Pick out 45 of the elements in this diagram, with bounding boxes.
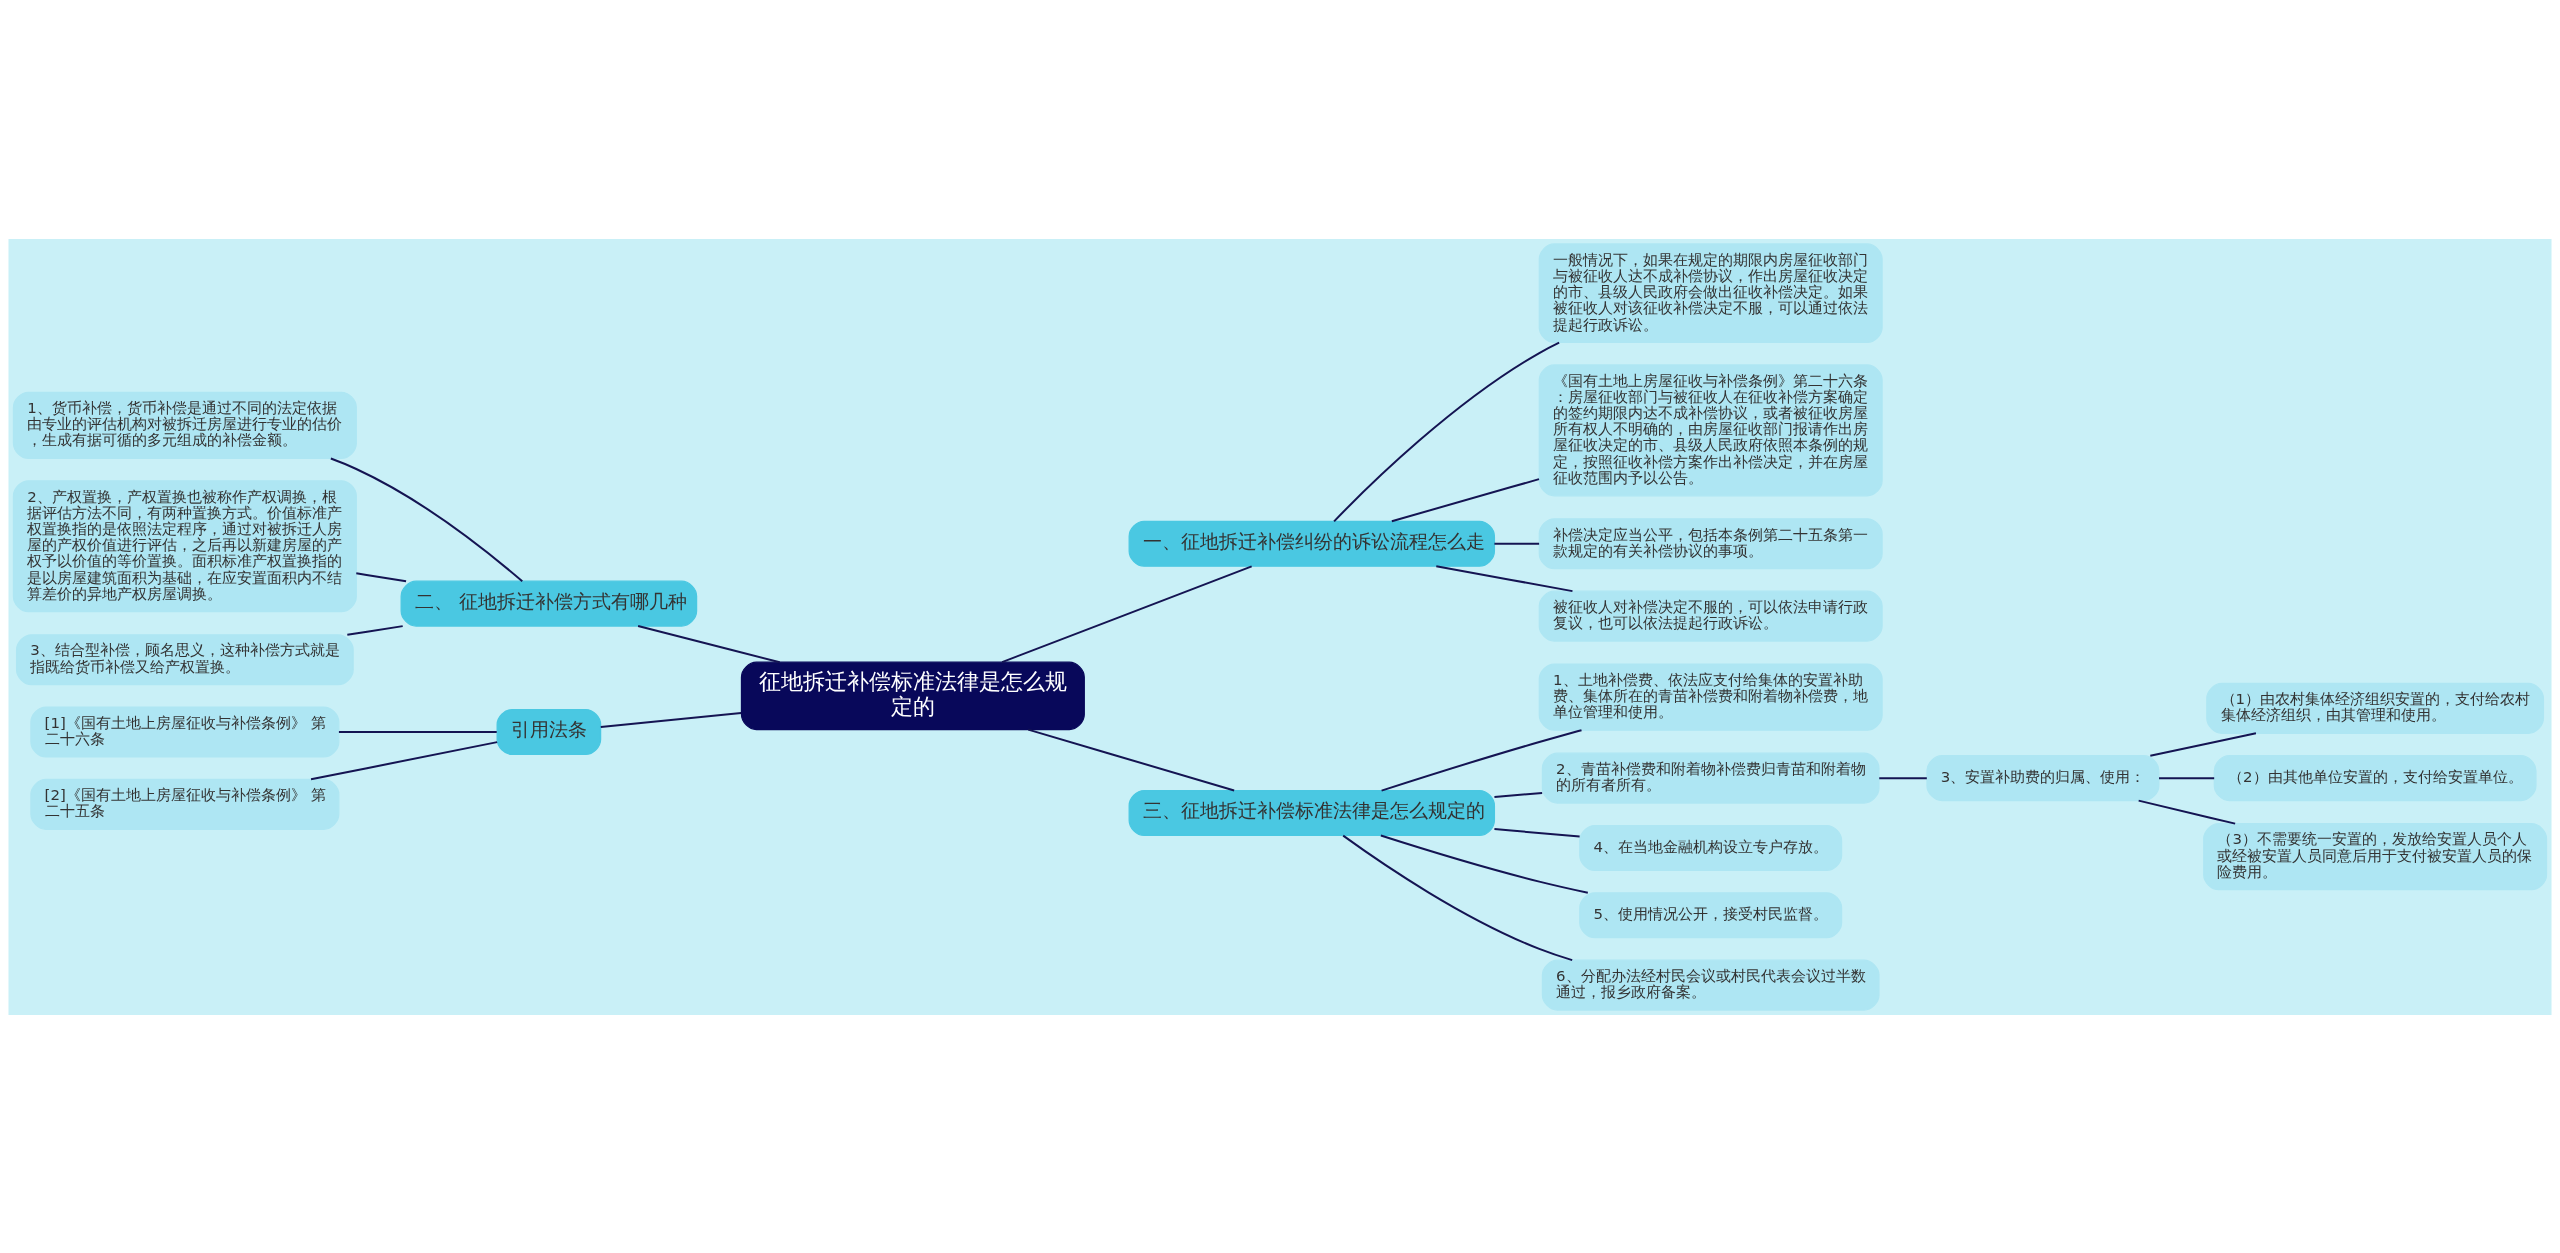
node-box: 4、在当地金融机构设立专户存放。 [1579,824,1843,871]
node-box: 3、安置补助费的归属、使用： [1926,754,2160,801]
connector [599,711,743,728]
connector [2137,799,2237,825]
connector [355,571,408,582]
node-box: 《国有土地上房屋征收与补偿条例》第二十六条：房屋征收部门与被征收人在征收补偿方案确定的签约期限内达不成补偿协议，或者被征收房屋所有权人不明确的，由房屋征收部门报请作出房屋征收决定的市、县级人民政府依照本条例的规定，按照征收补偿方案作出补偿决定，并在房屋征收范围内予以公告。 [1538,363,1883,496]
node-box: 一、征地拆迁补偿纠纷的诉讼流程怎么走 [1128,520,1496,567]
node-box: 3、结合型补偿，顾名思义，这种补偿方式就是指既给货币补偿又给产权置换。 [15,633,354,685]
connector [1390,477,1541,522]
node-box: [1]《国有土地上房屋征收与补偿条例》 第二十六条 [30,705,340,758]
node-box: 1、土地补偿费、依法应支付给集体的安置补助费、集体所在的青苗补偿费和附着物补偿费，地单位管理和使用。 [1538,662,1883,731]
node-box: 2、产权置换，产权置换也被称作产权调换，根据评估方法不同，有两种置换方式。价值标准产权置换指的是依照法定程序，通过对被拆迁人房屋的产权价值进行评估，之后再以新建房屋的产权予以价值的等价置换。面积标准产权置换指的是以房屋建筑面积为基础，在应安置面积内不结算差价的异地产权房屋调换。 [12,479,357,612]
connector [637,624,781,663]
connector [329,457,524,582]
node-box: 2、青苗补偿费和附着物补偿费归青苗和附着物的所有者所有。 [1541,752,1880,804]
node-box: 二、 征地拆迁补偿方式有哪几种 [400,580,698,627]
connector [1435,564,1574,592]
connector [1333,341,1561,522]
connector [1493,827,1581,838]
connector [310,740,499,780]
node-box: 一般情况下，如果在规定的期限内房屋征收部门与被征收人达不成补偿协议，作出房屋征收决定的市、县级人民政府会做出征收补偿决定。如果被征收人对该征收补偿决定不服，可以通过依法提起行政诉讼。 [1538,242,1883,343]
connector [2149,731,2257,757]
connector [1493,542,1541,545]
connector [1493,791,1544,798]
node-box: 引用法条 [496,708,602,755]
node-box: （2）由其他单位安置的，支付给安置单位。 [2213,754,2537,801]
connector [1380,728,1583,792]
connector [1878,776,1928,779]
node-box: 5、使用情况公开，接受村民监督。 [1579,891,1843,938]
connector [337,730,498,733]
node-box: 6、分配办法经村民会议或村民代表会议过半数通过，报乡政府备案。 [1541,959,1880,1011]
connector [346,624,404,636]
node-box: 1、货币补偿，货币补偿是通过不同的法定依据由专业的评估机构对被拆迁房屋进行专业的估价，生成有据可循的多元组成的补偿金额。 [12,391,357,459]
connector [2158,776,2216,779]
node-box: [2]《国有土地上房屋征收与补偿条例》 第二十五条 [30,778,340,830]
node-box: 三、征地拆迁补偿标准法律是怎么规定的 [1128,789,1496,836]
connector [1379,834,1589,894]
node-box: （3）不需要统一安置的，发放给安置人员个人或经被安置人员同意后用于支付被安置人员的保险费用。 [2203,822,2548,890]
connector [1342,834,1574,961]
connector [1001,564,1253,663]
node-box: （1）由农村集体经济组织安置的，支付给农村集体经济组织，由其管理和使用。 [2206,682,2545,734]
node-box: 征地拆迁补偿标准法律是怎么规定的 [740,661,1085,730]
node-box: 被征收人对补偿决定不服的，可以依法申请行政复议，也可以依法提起行政诉讼。 [1538,590,1883,642]
connector [1027,728,1236,791]
node-box: 补偿决定应当公平，包括本条例第二十五条第一款规定的有关补偿协议的事项。 [1538,517,1883,569]
